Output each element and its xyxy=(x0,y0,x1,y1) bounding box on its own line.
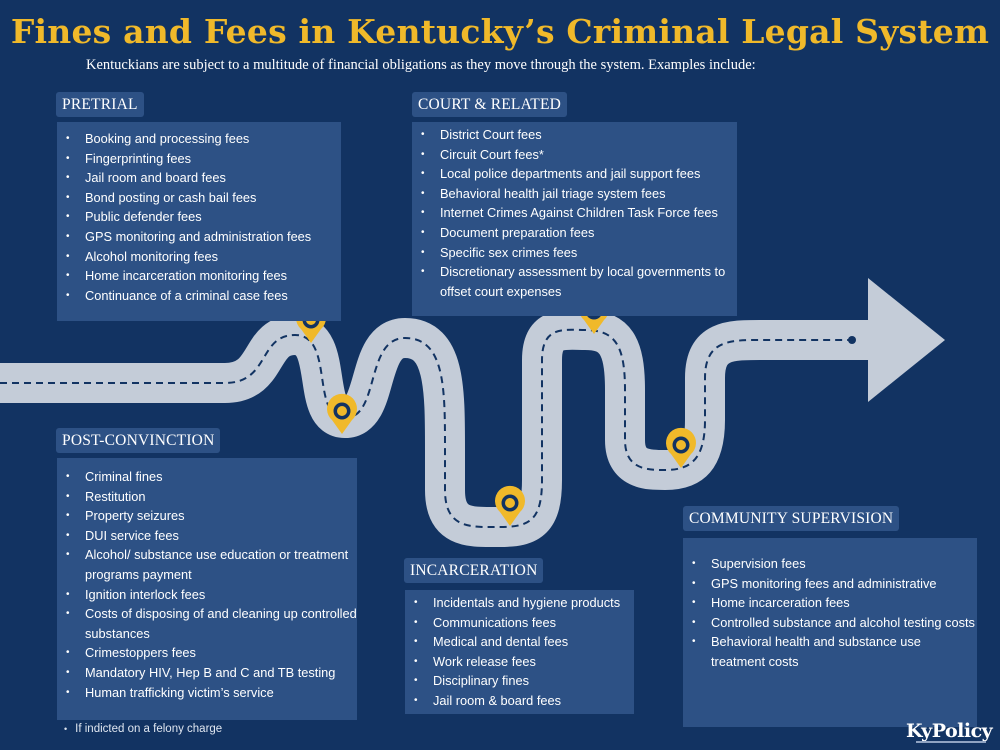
list-item: Home incarceration monitoring fees xyxy=(57,266,341,286)
list-item: District Court fees xyxy=(412,125,737,145)
section-box-supervision: Supervision feesGPS monitoring fees and … xyxy=(683,538,977,727)
list-item: Disciplinary fines xyxy=(405,671,634,691)
list-item: Discretionary assessment by local govern… xyxy=(412,262,737,301)
list-item: Document preparation fees xyxy=(412,223,737,243)
logo-underline xyxy=(916,741,986,743)
list-item: Behavioral health and substance use trea… xyxy=(683,632,977,671)
section-box-incarceration: Incidentals and hygiene productsCommunic… xyxy=(405,590,634,714)
list-item: Incidentals and hygiene products xyxy=(405,593,634,613)
list-item: Bond posting or cash bail fees xyxy=(57,188,341,208)
list-item: Alcohol monitoring fees xyxy=(57,247,341,267)
page-subtitle: Kentuckians are subject to a multitude o… xyxy=(86,57,756,73)
section-label-court: COURT & RELATED xyxy=(412,92,568,117)
list-item: Medical and dental fees xyxy=(405,632,634,652)
list-item: Work release fees xyxy=(405,652,634,672)
list-item: Controlled substance and alcohol testing… xyxy=(683,613,977,633)
section-box-postconviction: Criminal finesRestitutionProperty seizur… xyxy=(57,458,357,720)
page-title: Fines and Fees in Kentucky’s Criminal Le… xyxy=(10,12,990,51)
list-item: Specific sex crimes fees xyxy=(412,243,737,263)
section-box-court: District Court feesCircuit Court fees*Lo… xyxy=(412,122,737,316)
list-item: Circuit Court fees* xyxy=(412,145,737,165)
item-list: Supervision feesGPS monitoring fees and … xyxy=(683,554,977,672)
list-item: GPS monitoring and administration fees xyxy=(57,227,341,247)
list-item: Human trafficking victim’s service xyxy=(57,683,357,703)
list-item: Continuance of a criminal case fees xyxy=(57,286,341,306)
footnote-text: If indicted on a felony charge xyxy=(75,723,223,735)
list-item: Supervision fees xyxy=(683,554,977,574)
item-list: Incidentals and hygiene productsCommunic… xyxy=(405,593,634,711)
list-item: Internet Crimes Against Children Task Fo… xyxy=(412,203,737,223)
footnote: •If indicted on a felony charge xyxy=(64,723,223,735)
section-label-supervision: COMMUNITY SUPERVISION xyxy=(683,506,900,531)
map-pin-icon xyxy=(495,485,525,526)
list-item: GPS monitoring fees and administrative xyxy=(683,574,977,594)
list-item: Public defender fees xyxy=(57,207,341,227)
map-pin-icon xyxy=(327,393,357,434)
list-item: DUI service fees xyxy=(57,526,357,546)
item-list: Booking and processing feesFingerprintin… xyxy=(57,129,341,305)
list-item: Crimestoppers fees xyxy=(57,643,357,663)
list-item: Criminal fines xyxy=(57,467,357,487)
list-item: Booking and processing fees xyxy=(57,129,341,149)
list-item: Jail room & board fees xyxy=(405,691,634,711)
section-label-pretrial: PRETRIAL xyxy=(56,92,144,117)
map-pin-icon xyxy=(666,427,696,468)
item-list: District Court feesCircuit Court fees*Lo… xyxy=(412,125,737,301)
list-item: Local police departments and jail suppor… xyxy=(412,164,737,184)
list-item: Communications fees xyxy=(405,613,634,633)
section-box-pretrial: Booking and processing feesFingerprintin… xyxy=(57,122,341,321)
list-item: Costs of disposing of and cleaning up co… xyxy=(57,604,357,643)
road-arrow-icon xyxy=(0,278,945,548)
item-list: Criminal finesRestitutionProperty seizur… xyxy=(57,467,357,702)
list-item: Behavioral health jail triage system fee… xyxy=(412,184,737,204)
section-label-incarceration: INCARCERATION xyxy=(404,558,544,583)
list-item: Restitution xyxy=(57,487,357,507)
list-item: Jail room and board fees xyxy=(57,168,341,188)
kypolicy-logo: KyPolicy xyxy=(906,720,993,742)
list-item: Alcohol/ substance use education or trea… xyxy=(57,545,357,584)
list-item: Home incarceration fees xyxy=(683,593,977,613)
list-item: Ignition interlock fees xyxy=(57,585,357,605)
list-item: Property seizures xyxy=(57,506,357,526)
list-item: Mandatory HIV, Hep B and C and TB testin… xyxy=(57,663,357,683)
list-item: Fingerprinting fees xyxy=(57,149,341,169)
section-label-postconviction: POST-CONVINCTION xyxy=(56,428,221,453)
